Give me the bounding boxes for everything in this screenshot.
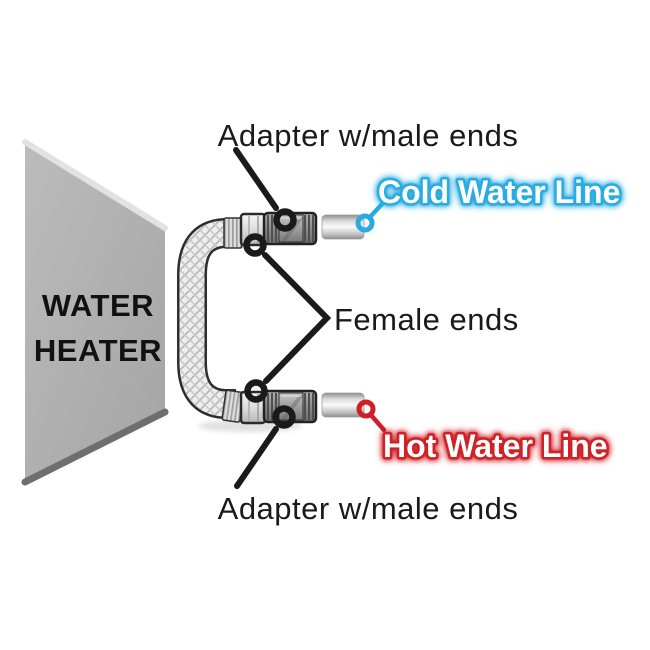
callout-ring-adapter-top	[273, 208, 297, 232]
water-heater-panel: WATER HEATER	[21, 139, 169, 486]
panel-bevel-bottom	[21, 408, 169, 486]
water-heater-label-line2: HEATER	[34, 333, 162, 368]
adapter-bottom-label: Adapter w/male ends	[218, 491, 519, 526]
black-callouts	[233, 147, 332, 489]
callout-ring-adapter-bottom	[272, 405, 296, 429]
callout-line-adapter-top	[233, 147, 279, 211]
cold-water-line-label: Cold Water Line	[378, 174, 620, 210]
water-heater-label-line1: WATER	[42, 288, 154, 323]
adapter-top-label: Adapter w/male ends	[218, 118, 519, 153]
hot-water-pipe	[321, 392, 365, 418]
hot-callout-line	[368, 412, 387, 433]
callout-ring-female-top	[243, 233, 267, 257]
hose-collar-top	[223, 217, 243, 249]
cold-callout	[355, 200, 386, 233]
cold-water-pipe	[321, 214, 365, 240]
panel-bevel-top	[22, 139, 168, 231]
panel-face	[25, 142, 165, 482]
callout-line-adapter-bottom	[234, 426, 279, 489]
hose-braid-texture	[179, 220, 236, 417]
braided-hose	[177, 218, 236, 419]
hot-callout-ring	[356, 399, 376, 419]
adapter-bottom-shade	[281, 395, 304, 419]
callout-chevron-female-ends	[262, 252, 332, 384]
hot-callout	[356, 399, 387, 433]
female-ends-label: Female ends	[334, 302, 519, 337]
cold-callout-ring	[355, 213, 375, 233]
callout-ring-female-bottom	[244, 379, 268, 403]
hose-fitting-bottom	[221, 389, 267, 425]
cold-callout-line	[367, 200, 386, 220]
hot-water-line-label: Hot Water Line	[383, 428, 608, 464]
